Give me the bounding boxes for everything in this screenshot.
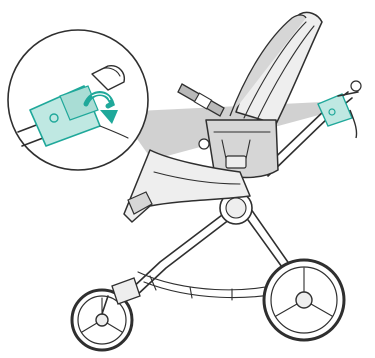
zoom-callout [8,30,148,170]
front-wheel [72,278,140,350]
handle-fold-button [318,81,361,138]
rear-wheel [264,260,344,340]
